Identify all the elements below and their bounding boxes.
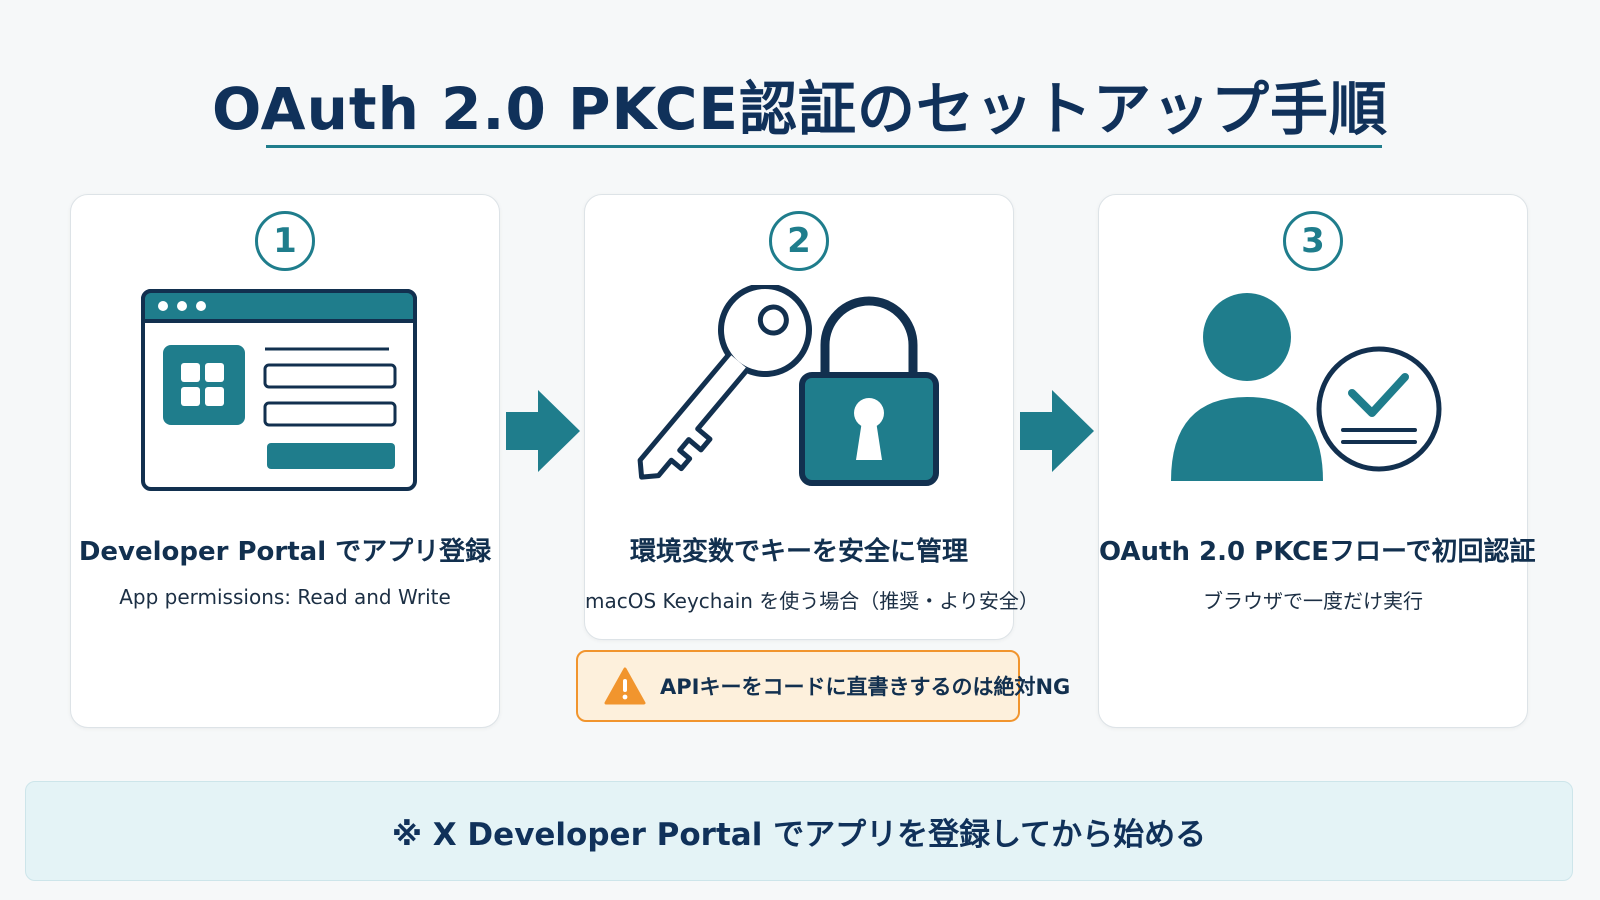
arrow-right-icon — [506, 390, 580, 472]
warning-triangle-icon — [604, 667, 646, 705]
footer-note: ※ X Developer Portal でアプリを登録してから始める — [25, 781, 1573, 881]
page-title: OAuth 2.0 PKCE認証のセットアップ手順 — [211, 75, 1389, 143]
step-number-1: 1 — [255, 211, 315, 271]
title-underline — [266, 145, 1382, 148]
step-subtitle-3: ブラウザで一度だけ実行 — [1203, 589, 1423, 613]
step-title-3: OAuth 2.0 PKCEフローで初回認証 — [1099, 537, 1536, 567]
arrow-right-icon — [1020, 390, 1094, 472]
step-title-2: 環境変数でキーを安全に管理 — [629, 537, 968, 567]
warning-banner: APIキーをコードに直書きするのは絶対NG — [576, 650, 1070, 722]
step-card-2: 2 環境変数でキーを安全に管理 macOS Keychain を使う場合（推奨・… — [584, 194, 1039, 640]
user-verified-icon — [1171, 293, 1442, 481]
footer-text: ※ X Developer Portal でアプリを登録してから始める — [391, 816, 1207, 853]
browser-window-icon — [141, 289, 417, 491]
step-subtitle-2: macOS Keychain を使う場合（推奨・より安全） — [585, 589, 1039, 613]
warning-text: APIキーをコードに直書きするのは絶対NG — [660, 675, 1071, 699]
key-lock-icon — [637, 285, 939, 486]
step-number-2: 2 — [769, 211, 829, 271]
step-subtitle-1: App permissions: Read and Write — [119, 585, 451, 609]
step-title-1: Developer Portal でアプリ登録 — [78, 537, 492, 567]
step-number-3: 3 — [1283, 211, 1343, 271]
step-card-1: 1 Developer Portal でアプリ登録 App permission… — [70, 194, 500, 728]
step-card-3: 3 OAuth 2.0 PKCEフローで初回認証 ブラウザで一度だけ実行 — [1098, 194, 1536, 728]
